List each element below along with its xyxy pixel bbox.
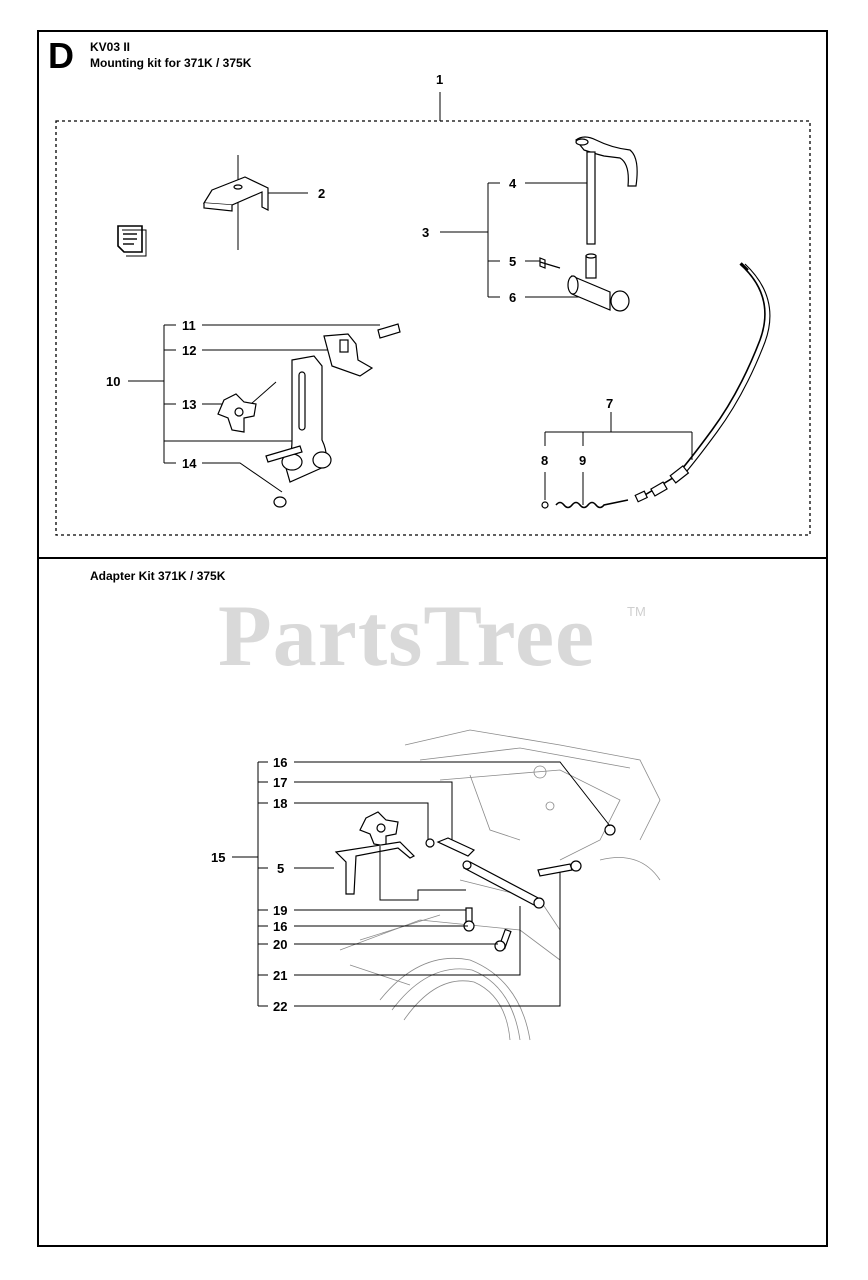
callout-16-bottom: 16 <box>273 919 287 934</box>
callout-17: 17 <box>273 775 287 790</box>
outer-border <box>37 30 828 1247</box>
callout-12: 12 <box>182 343 196 358</box>
callout-2: 2 <box>318 186 325 201</box>
watermark-trademark: TM <box>627 604 646 619</box>
callout-21: 21 <box>273 968 287 983</box>
section-title: Mounting kit for 371K / 375K <box>90 56 252 70</box>
part-drawings-lower <box>334 811 616 952</box>
callout-9: 9 <box>579 453 586 468</box>
watermark-logo: PartsTree <box>218 588 596 685</box>
callout-8: 8 <box>541 453 548 468</box>
callout-labels: 1 2 3 4 5 6 7 8 9 10 11 12 13 14 15 16 1… <box>106 72 613 1014</box>
callout-5-lower: 5 <box>277 861 284 876</box>
callout-16-top: 16 <box>273 755 287 770</box>
leader-lines-lower <box>232 761 611 1007</box>
callout-6: 6 <box>509 290 516 305</box>
callout-14: 14 <box>182 456 197 471</box>
callout-7: 7 <box>606 396 613 411</box>
model-code: KV03 II <box>90 40 131 54</box>
leader-lines-upper <box>128 92 693 505</box>
callout-19: 19 <box>273 903 287 918</box>
callout-4: 4 <box>509 176 517 191</box>
callout-10: 10 <box>106 374 120 389</box>
document-manual-icon <box>117 225 147 257</box>
callout-22: 22 <box>273 999 287 1014</box>
part-drawings-upper <box>117 136 771 509</box>
callout-20: 20 <box>273 937 287 952</box>
callout-18: 18 <box>273 796 287 811</box>
callout-11: 11 <box>182 318 196 333</box>
machine-background <box>339 729 661 1041</box>
callout-15: 15 <box>211 850 225 865</box>
adapter-kit-title: Adapter Kit 371K / 375K <box>90 569 226 583</box>
callout-13: 13 <box>182 397 196 412</box>
kit-boundary <box>55 120 811 536</box>
callout-3: 3 <box>422 225 429 240</box>
section-letter: D <box>48 35 74 76</box>
callout-1: 1 <box>436 72 443 87</box>
callout-5: 5 <box>509 254 516 269</box>
